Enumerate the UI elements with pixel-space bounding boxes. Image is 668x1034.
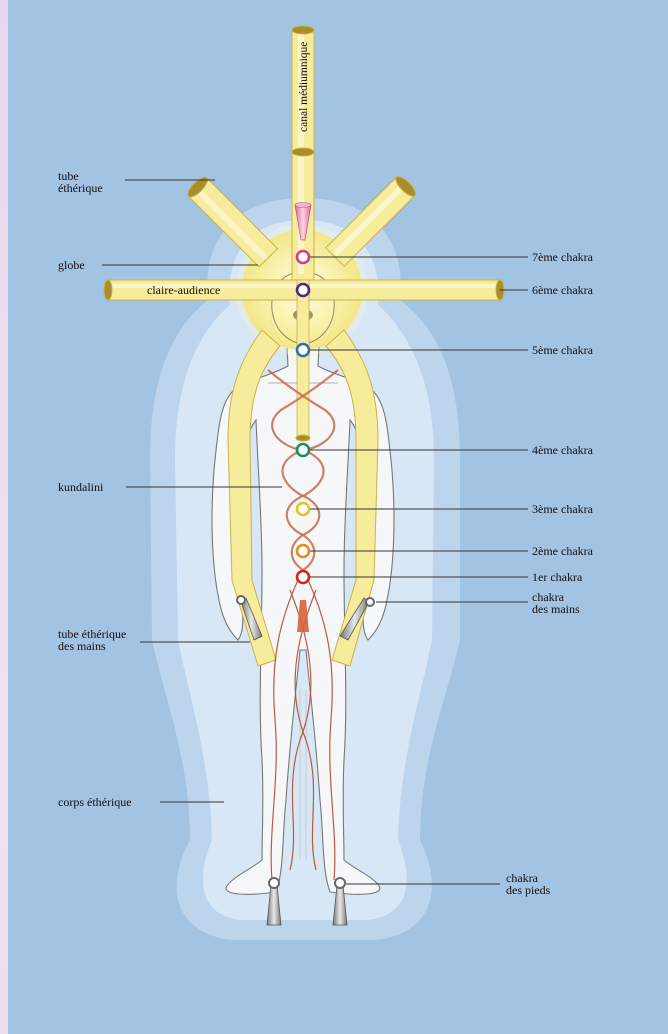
chakra-1-marker [297,571,309,583]
tube-mains-label-2: des mains [58,639,106,653]
chakra-3-marker [297,503,309,515]
chakra-6-marker [297,284,309,296]
chakra-mains-label-2: des mains [532,602,580,616]
chakra1-label: 1er chakra [532,570,583,584]
canal-label: canal médiumnique [298,42,310,132]
chakra-7-marker [297,251,309,263]
foot-chakra-funnel-left [267,878,281,925]
chakra-4-marker [297,444,309,456]
chakra2-label: 2ème chakra [532,544,594,558]
corps-etherique-label: corps éthérique [58,795,132,809]
chakra7-label: 7ème chakra [532,250,594,264]
kundalini-label: kundalini [58,480,104,494]
chakra4-label: 4ème chakra [532,443,594,457]
chakra6-label: 6ème chakra [532,283,594,297]
claire-audience-label: claire-audience [147,283,220,297]
globe-label: globe [58,258,85,272]
chakra3-label: 3ème chakra [532,502,594,516]
chakra-2-marker [297,545,309,557]
foot-chakra-funnel-right [333,878,347,925]
chakra-pieds-label-2: des pieds [506,883,551,897]
chakra5-label: 5ème chakra [532,343,594,357]
tube-etherique-label-2: éthérique [58,181,103,195]
chakra-5-marker [297,344,309,356]
